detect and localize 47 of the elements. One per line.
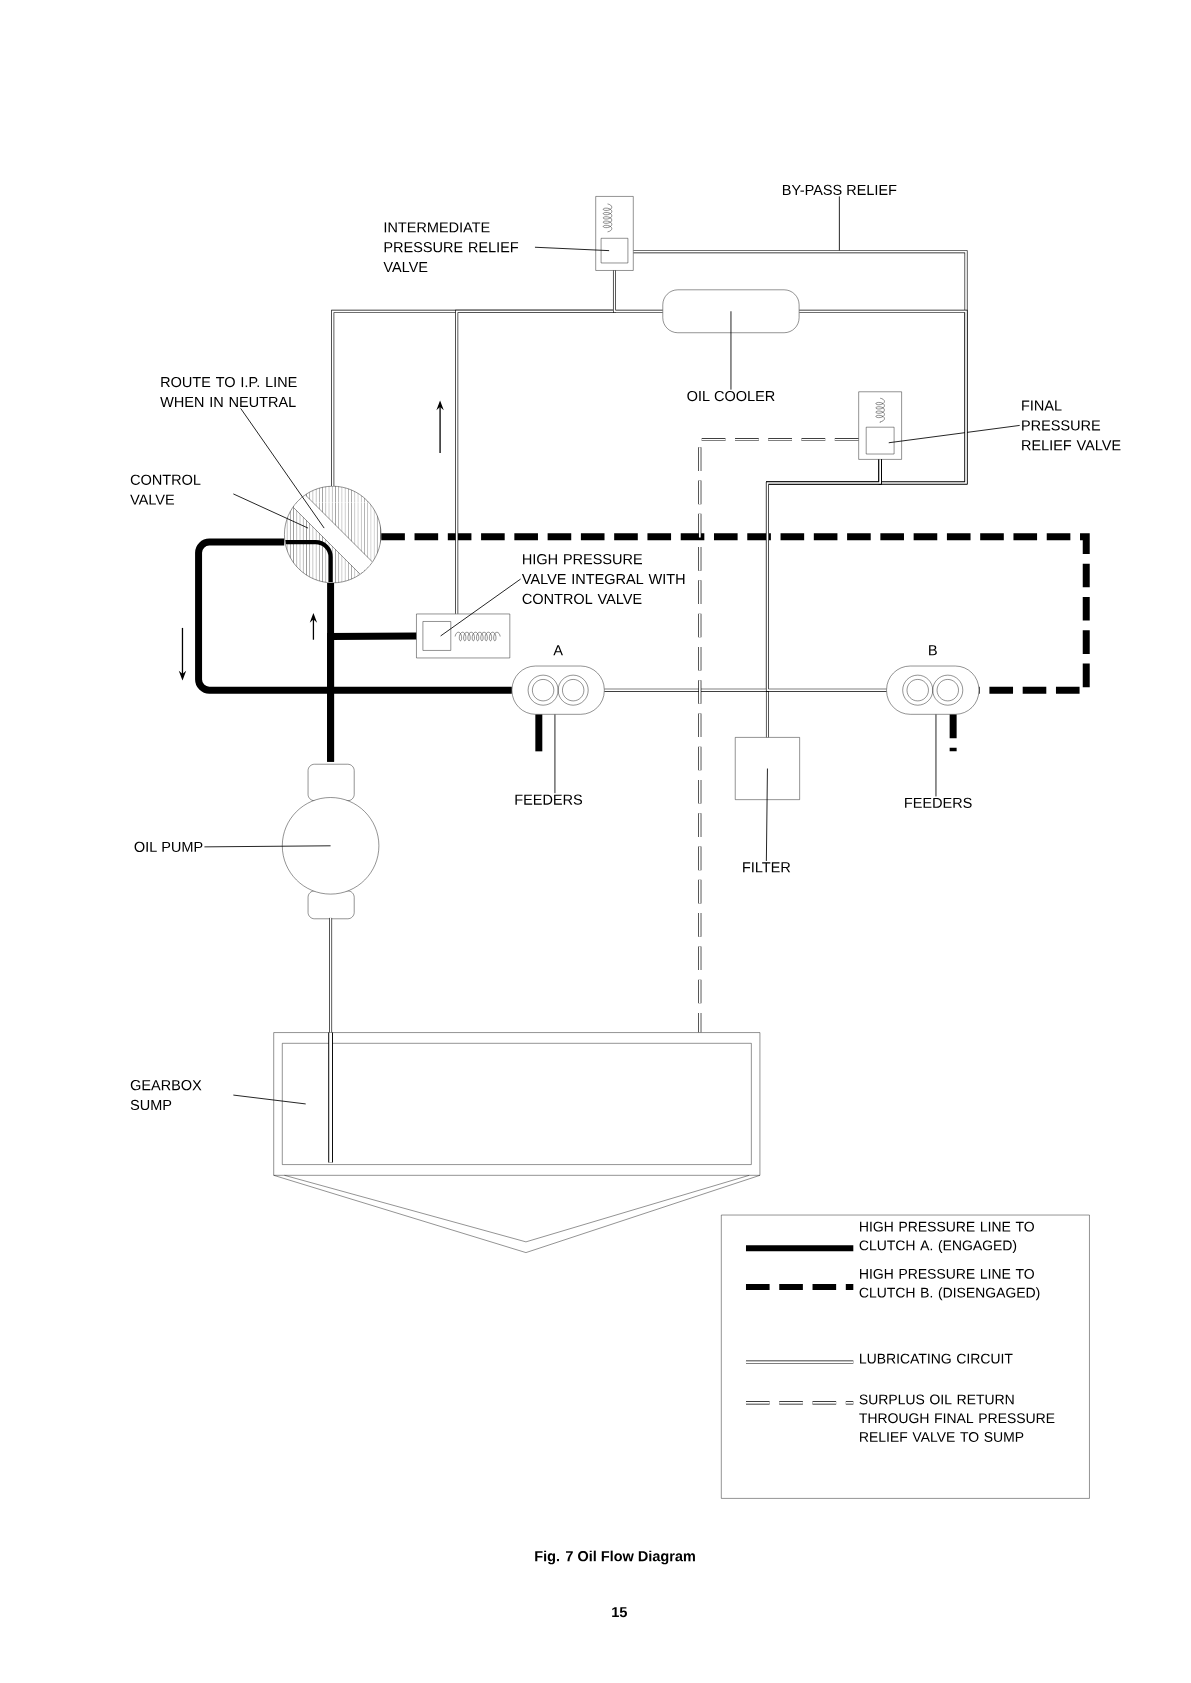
- oil-line: [612, 269, 664, 313]
- callout-label: HIGH PRESSURE VALVE INTEGRAL WITH CONTROL VALVE: [521, 554, 685, 605]
- leader-line: [440, 578, 521, 637]
- callout-label: FINAL PRESSURE RELIEF VALVE: [1021, 400, 1121, 451]
- oil-line: [535, 714, 543, 752]
- callout-label: OIL COOLER: [687, 390, 775, 402]
- control-valve: [284, 486, 382, 584]
- callout-label: FEEDERS: [515, 794, 582, 805]
- leader-line: [765, 768, 768, 862]
- oil-pump: [281, 764, 379, 919]
- callout-label: CONTROL VALVE: [129, 474, 201, 505]
- legend-text: SURPLUS OIL RETURN THROUGH FINAL PRESSURE RELIEF VALVE TO SUMP: [859, 1394, 1055, 1442]
- callout-label: GEARBOX SUMP: [130, 1080, 202, 1111]
- oil-cooler: [662, 289, 800, 333]
- callout-label: FILTER: [742, 862, 790, 873]
- leader-line: [838, 195, 840, 253]
- leader-line: [935, 714, 937, 797]
- leader-line: [232, 1094, 306, 1105]
- pressure-valve: [416, 613, 510, 659]
- legend-text: HIGH PRESSURE LINE TO CLUTCH B. (DISENGAGED): [859, 1268, 1040, 1301]
- legend-text: HIGH PRESSURE LINE TO CLUTCH A. (ENGAGED): [859, 1221, 1034, 1254]
- oil-line: [328, 917, 332, 1034]
- leader-line: [730, 310, 732, 391]
- callout-label: ROUTE TO I.P. LINE WHEN IN NEUTRAL: [160, 376, 297, 408]
- clutch-label: B: [928, 645, 937, 656]
- leader-line: [203, 845, 331, 848]
- callout-label: BY-PASS RELIEF: [782, 184, 897, 196]
- callout-label: INTERMEDIATE PRESSURE RELIEF VALVE: [383, 222, 518, 273]
- leader-line: [232, 493, 309, 529]
- leader-line: [534, 246, 610, 252]
- legend-text: LUBRICATING CIRCUIT: [859, 1353, 1013, 1364]
- filter: [734, 737, 800, 800]
- callout-label: OIL PUMP: [134, 841, 203, 852]
- oil-line: [798, 309, 968, 485]
- leader-line: [554, 714, 556, 794]
- sump-drawing: [273, 1032, 760, 1253]
- callout-label: FEEDERS: [904, 797, 972, 808]
- figure-caption: Fig. 7 Oil Flow Diagram: [535, 1550, 695, 1565]
- relief-valve: [595, 196, 634, 271]
- oil-line: [949, 714, 957, 752]
- oil-line: [765, 458, 888, 692]
- leader-line: [240, 407, 325, 529]
- oil-line: [698, 438, 860, 1034]
- leader-line: [888, 425, 1020, 444]
- relief-valve: [858, 391, 902, 460]
- clutch-label: A: [553, 645, 563, 656]
- page-number: 15: [611, 1607, 627, 1618]
